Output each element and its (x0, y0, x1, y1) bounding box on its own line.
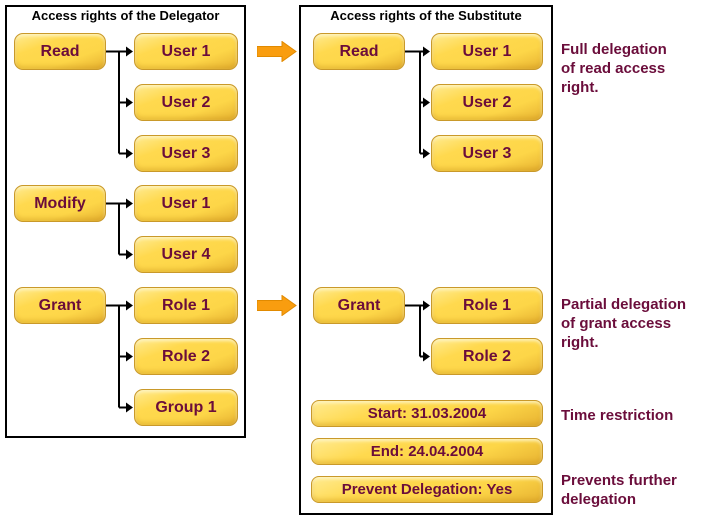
annotation-prevents-further: Prevents further delegation (561, 472, 677, 508)
delegation-arrow-read-icon (257, 41, 297, 62)
delegator-read-user1-box: User 1 (134, 33, 238, 70)
substitute-read-box: Read (313, 33, 405, 70)
delegator-grant-role1-box: Role 1 (134, 287, 238, 324)
substitute-grant-role2-box: Role 2 (431, 338, 543, 375)
end-date-box: End: 24.04.2004 (311, 438, 543, 465)
substitute-grant-role1-box: Role 1 (431, 287, 543, 324)
substitute-grant-box: Grant (313, 287, 405, 324)
delegator-panel-title: Access rights of the Delegator (31, 8, 220, 23)
start-date-box: Start: 31.03.2004 (311, 400, 543, 427)
annotation-partial-delegation: Partial delegation of grant access right… (561, 296, 687, 351)
delegator-modify-user4-box: User 4 (134, 236, 238, 273)
delegation-arrow-grant-icon (257, 295, 297, 316)
delegator-modify-box: Modify (14, 185, 106, 222)
annotation-full-delegation: Full delegation of read access right. (561, 41, 667, 96)
substitute-read-user2-box: User 2 (431, 84, 543, 121)
delegator-read-user3-box: User 3 (134, 135, 238, 172)
delegator-grant-role2-box: Role 2 (134, 338, 238, 375)
delegator-grant-box: Grant (14, 287, 106, 324)
delegator-read-box: Read (14, 33, 106, 70)
prevent-delegation-box: Prevent Delegation: Yes (311, 476, 543, 503)
substitute-read-user3-box: User 3 (431, 135, 543, 172)
delegator-grant-group1-box: Group 1 (134, 389, 238, 426)
delegator-modify-user1-box: User 1 (134, 185, 238, 222)
substitute-read-user1-box: User 1 (431, 33, 543, 70)
delegator-read-user2-box: User 2 (134, 84, 238, 121)
annotation-time-restriction: Time restriction (561, 407, 674, 424)
substitute-panel-title: Access rights of the Substitute (330, 8, 522, 23)
